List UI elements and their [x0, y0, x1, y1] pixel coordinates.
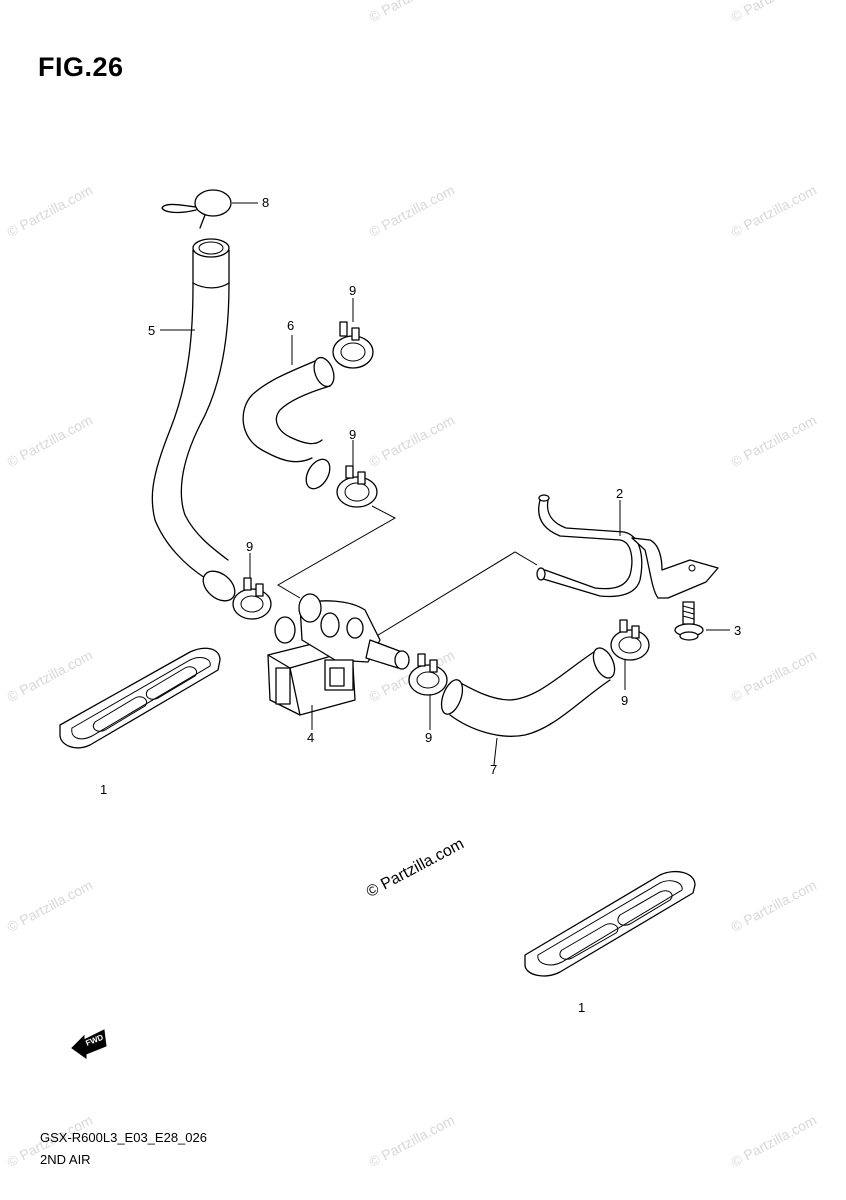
clamp-part-9: [232, 553, 272, 620]
callout-2: 2: [616, 486, 624, 501]
callout-9: 9: [349, 283, 357, 298]
callout-4: 4: [307, 730, 315, 745]
callout-9: 9: [621, 693, 629, 708]
fwd-arrow-icon: FWD: [71, 1029, 107, 1059]
hose-part-6: [242, 335, 335, 490]
figure-name: 2ND AIR: [40, 1152, 91, 1167]
callout-8: 8: [262, 195, 270, 210]
cap-part-8: [161, 189, 258, 229]
valve-part-4: [267, 593, 410, 730]
callout-3: 3: [734, 623, 742, 638]
clamp-part-9: [610, 619, 650, 690]
callout-5: 5: [148, 323, 156, 338]
callout-1: 1: [100, 782, 108, 797]
callout-6: 6: [287, 318, 295, 333]
figure-title: FIG.26: [38, 52, 124, 82]
assembly-leader-lines: [277, 505, 538, 641]
figure-code: GSX-R600L3_E03_E28_026: [40, 1130, 207, 1145]
callout-9: 9: [425, 730, 433, 745]
callout-9: 9: [246, 539, 254, 554]
gasket-part-1: [524, 871, 696, 977]
callout-1: 1: [578, 1000, 586, 1015]
hose-part-5: [151, 238, 236, 602]
clamp-part-9: [408, 653, 448, 730]
bolt-part-3: [674, 601, 730, 641]
gasket-part-1: [59, 647, 221, 749]
callout-7: 7: [490, 762, 498, 777]
clamp-part-9: [336, 440, 378, 508]
pipe-part-2: [536, 494, 719, 599]
hose-part-7: [440, 647, 616, 766]
callout-9: 9: [349, 427, 357, 442]
clamp-part-9: [332, 298, 374, 369]
